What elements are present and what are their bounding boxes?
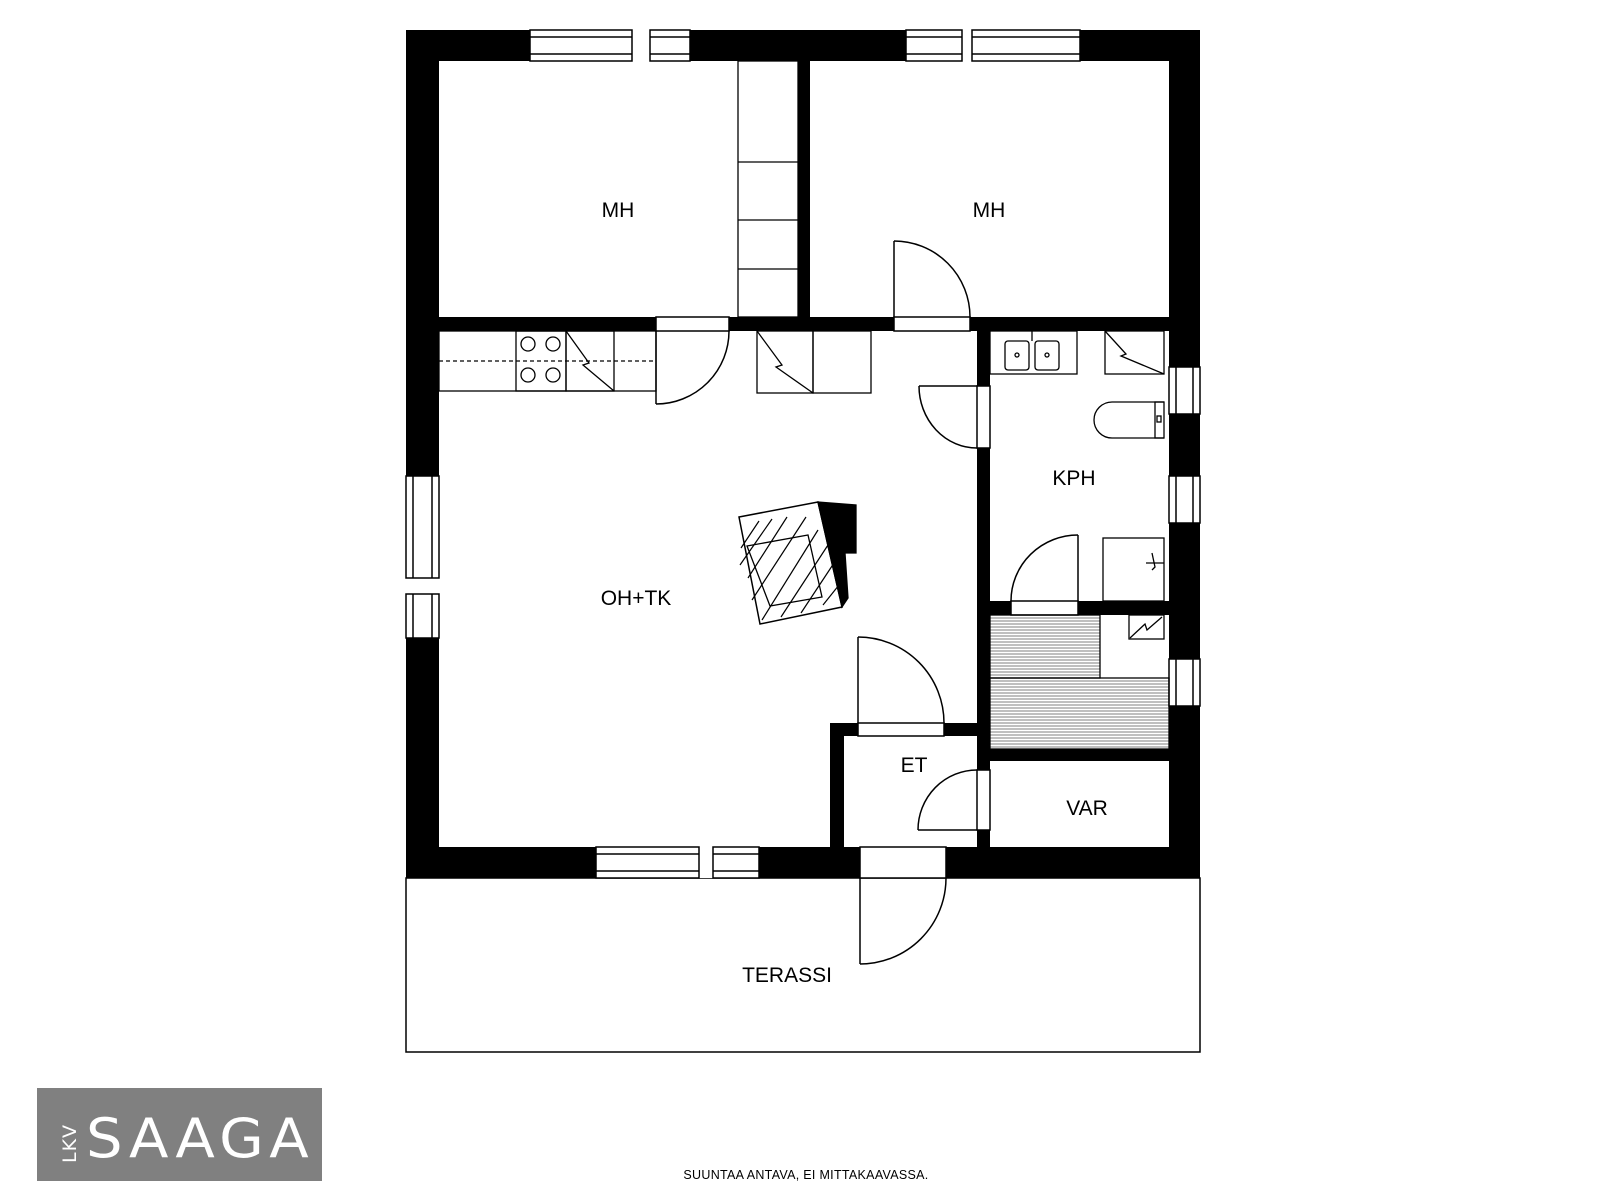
window-bottom xyxy=(595,846,760,879)
room-label-bathroom: KPH xyxy=(1052,467,1095,490)
entrance-left-wall xyxy=(830,723,844,847)
fireplace-hatch-line xyxy=(800,562,835,614)
walls xyxy=(406,30,1200,878)
logo-background xyxy=(37,1088,322,1181)
door-opening xyxy=(860,847,946,878)
logo-prefix: LKV xyxy=(59,1124,81,1163)
stove-burner-icon xyxy=(520,367,536,383)
fireplace xyxy=(738,501,857,625)
bathroom-left-wall xyxy=(977,331,990,847)
room-label-terrace: TERASSI xyxy=(742,964,832,987)
window-right-bathroom xyxy=(1168,366,1201,524)
washing-machine xyxy=(1104,330,1165,375)
fireplace-hatch-line xyxy=(747,516,788,579)
kitchen-counter xyxy=(438,330,657,392)
window-opening xyxy=(906,30,1080,61)
sauna-stove xyxy=(1128,614,1165,640)
door-bathroom xyxy=(918,385,991,449)
doors xyxy=(655,240,1079,965)
fixtures xyxy=(438,60,1170,750)
bedroom-divider-wall xyxy=(798,61,810,331)
door-opening xyxy=(1011,601,1078,615)
fireplace-hatch-line xyxy=(739,518,773,566)
fireplace-hatch-line xyxy=(780,544,829,618)
door-entrance-living xyxy=(857,636,945,737)
exterior-wall-right xyxy=(1169,30,1200,878)
window-opening xyxy=(596,847,759,878)
fireplace-hatch-line xyxy=(822,584,840,606)
window-opening xyxy=(1169,367,1200,414)
wardrobe xyxy=(737,60,799,318)
window-opening xyxy=(406,476,439,638)
room-label-storage: VAR xyxy=(1066,797,1108,820)
door-main-entrance xyxy=(859,846,947,965)
bedroom-bottom-wall xyxy=(439,317,1169,331)
window-opening xyxy=(1169,476,1200,523)
fireplace-hatching xyxy=(739,516,840,621)
sauna-storage-wall xyxy=(990,749,1169,761)
sauna-bench-slats xyxy=(990,617,1169,748)
stove-burner-icon xyxy=(520,336,536,352)
wall-openings xyxy=(406,30,1200,878)
fridge xyxy=(565,330,615,392)
door-opening xyxy=(977,770,990,830)
fireplace-hatch-line xyxy=(761,529,819,621)
sauna-bench-lower xyxy=(989,677,1170,750)
bathroom-sink-counter xyxy=(989,330,1078,375)
room-label-living-kitchen: OH+TK xyxy=(601,587,672,610)
shower xyxy=(1102,537,1165,602)
exterior-wall-top xyxy=(406,30,1200,61)
stove-burner-icon xyxy=(545,336,561,352)
window-opening xyxy=(1169,659,1200,706)
window-top-left xyxy=(529,29,691,62)
door-bedroom-right xyxy=(893,240,971,332)
toilet xyxy=(1093,401,1165,439)
fireplace-hatch-line xyxy=(751,516,807,601)
sauna-bench-upper xyxy=(989,614,1101,679)
logo-name: SAAGA xyxy=(86,1107,314,1170)
room-label-entrance: ET xyxy=(901,754,928,777)
exterior-wall-left xyxy=(406,30,439,878)
kitchen-cabinet xyxy=(756,330,872,394)
door-opening xyxy=(656,317,729,331)
window-opening xyxy=(530,30,690,61)
door-opening xyxy=(894,317,970,331)
windows xyxy=(405,29,1201,879)
fireplace-hatch-line xyxy=(740,520,760,549)
scale-disclaimer: SUUNTAA ANTAVA, EI MITTAKAAVASSA. xyxy=(683,1168,928,1182)
room-label-bedroom-left: MH xyxy=(602,199,635,222)
window-top-right xyxy=(905,29,1081,62)
exterior-wall-bottom xyxy=(406,847,1200,878)
room-label-bedroom-right: MH xyxy=(973,199,1006,222)
stove-burner-icon xyxy=(545,367,561,383)
company-logo: LKV SAAGA xyxy=(37,1088,322,1181)
door-storage xyxy=(917,769,991,831)
window-left xyxy=(405,475,440,639)
door-opening xyxy=(977,386,990,448)
door-opening xyxy=(858,723,944,736)
